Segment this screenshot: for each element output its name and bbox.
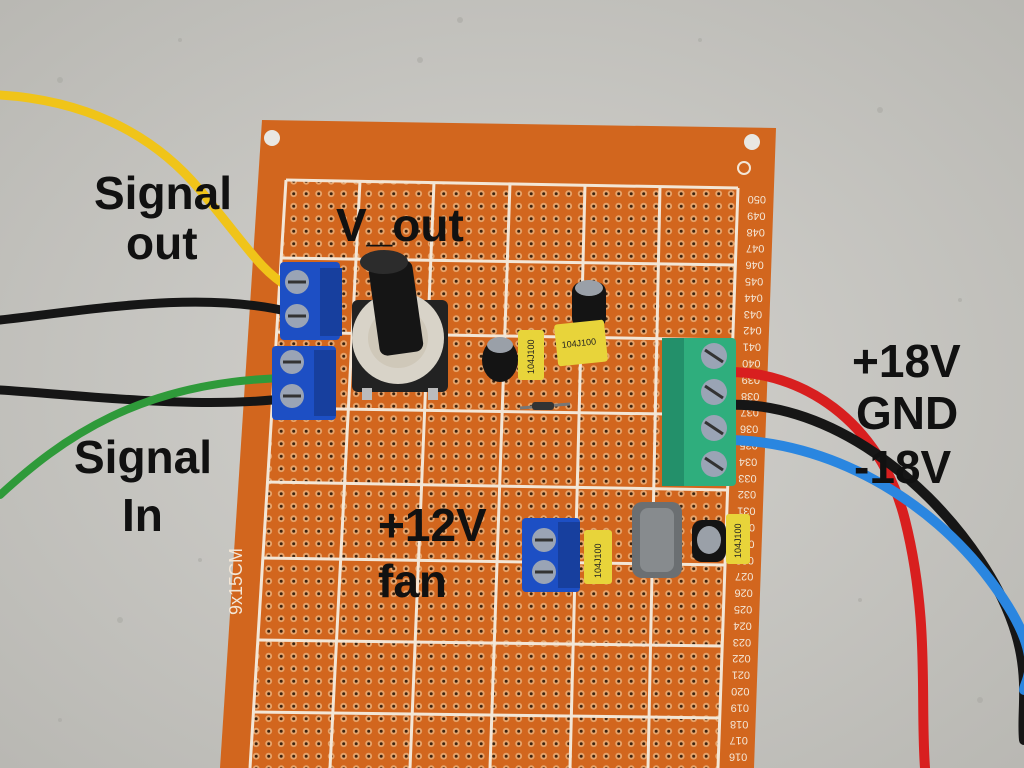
film-capacitor: 104J100 bbox=[726, 514, 750, 564]
mounting-hole bbox=[264, 130, 280, 146]
row-number: 020 bbox=[731, 685, 749, 697]
row-number: 042 bbox=[743, 324, 761, 336]
row-number: 032 bbox=[738, 488, 756, 500]
row-number: 017 bbox=[729, 734, 747, 746]
inductor bbox=[632, 502, 682, 578]
plus-12v-label: +12V bbox=[378, 499, 487, 551]
electrolytic-capacitor bbox=[572, 280, 606, 328]
concrete-speckles bbox=[57, 17, 983, 722]
row-number: 022 bbox=[732, 652, 750, 664]
row-number: 049 bbox=[747, 209, 765, 221]
cap-marking: 104J100 bbox=[733, 523, 743, 558]
v-out-label: V_out bbox=[336, 199, 464, 251]
cap-marking: 104J100 bbox=[593, 543, 603, 578]
cap-marking: 104J100 bbox=[561, 336, 596, 350]
wire-black-signal-out bbox=[0, 297, 295, 325]
row-number: 031 bbox=[737, 505, 755, 517]
row-number: 016 bbox=[729, 751, 747, 763]
plus-18v-label: +18V bbox=[852, 335, 961, 387]
row-number: 038 bbox=[741, 390, 759, 402]
cap-marking: 104J100 bbox=[526, 339, 536, 374]
row-number: 040 bbox=[742, 357, 760, 369]
film-capacitor: 104J100 bbox=[584, 530, 612, 584]
wire-red bbox=[720, 366, 930, 768]
power-terminal-block bbox=[662, 338, 736, 486]
row-number: 043 bbox=[744, 308, 762, 320]
row-number: 048 bbox=[747, 226, 765, 238]
row-number: 047 bbox=[746, 242, 764, 254]
row-number: 044 bbox=[744, 291, 762, 303]
row-number: 050 bbox=[748, 193, 766, 205]
row-number: 046 bbox=[745, 259, 763, 271]
mounting-hole bbox=[744, 134, 760, 150]
row-number: 034 bbox=[739, 455, 757, 467]
signal-in-label-line1: Signal bbox=[74, 431, 213, 483]
electrolytic-capacitor bbox=[692, 520, 726, 562]
wires bbox=[0, 90, 1024, 768]
potentiometer bbox=[352, 250, 448, 400]
row-number: 041 bbox=[743, 341, 761, 353]
row-number: 025 bbox=[734, 603, 752, 615]
film-capacitor: 104J100 bbox=[518, 330, 544, 380]
signal-in-terminal bbox=[272, 346, 336, 420]
diode bbox=[519, 402, 571, 410]
wire-yellow bbox=[0, 90, 295, 293]
minus-18v-label: -18V bbox=[854, 441, 952, 493]
row-number: 023 bbox=[733, 636, 751, 648]
gnd-label: GND bbox=[856, 387, 959, 439]
row-number: 027 bbox=[735, 570, 753, 582]
wire-black-gnd bbox=[720, 399, 1024, 745]
row-number: 036 bbox=[740, 423, 758, 435]
row-number: 045 bbox=[745, 275, 763, 287]
film-capacitor: 104J100 bbox=[554, 319, 608, 367]
fan-terminal bbox=[522, 518, 580, 592]
signal-out-label-line2: out bbox=[126, 217, 198, 269]
row-number: 018 bbox=[730, 718, 748, 730]
row-number: 026 bbox=[734, 587, 752, 599]
fan-label: fan bbox=[378, 555, 447, 607]
wire-blue bbox=[720, 435, 1024, 695]
pad-marker bbox=[737, 161, 751, 175]
row-number: 019 bbox=[731, 701, 749, 713]
signal-out-terminal bbox=[280, 262, 342, 340]
board-size-marking: 9x15CM bbox=[226, 548, 246, 615]
row-number: 024 bbox=[733, 619, 751, 631]
row-number: 021 bbox=[732, 669, 750, 681]
electrolytic-capacitor bbox=[482, 337, 518, 382]
signal-in-label-line2: In bbox=[122, 489, 163, 541]
row-number: 033 bbox=[738, 472, 756, 484]
wire-green bbox=[0, 374, 294, 499]
signal-out-label-line1: Signal bbox=[94, 167, 233, 219]
